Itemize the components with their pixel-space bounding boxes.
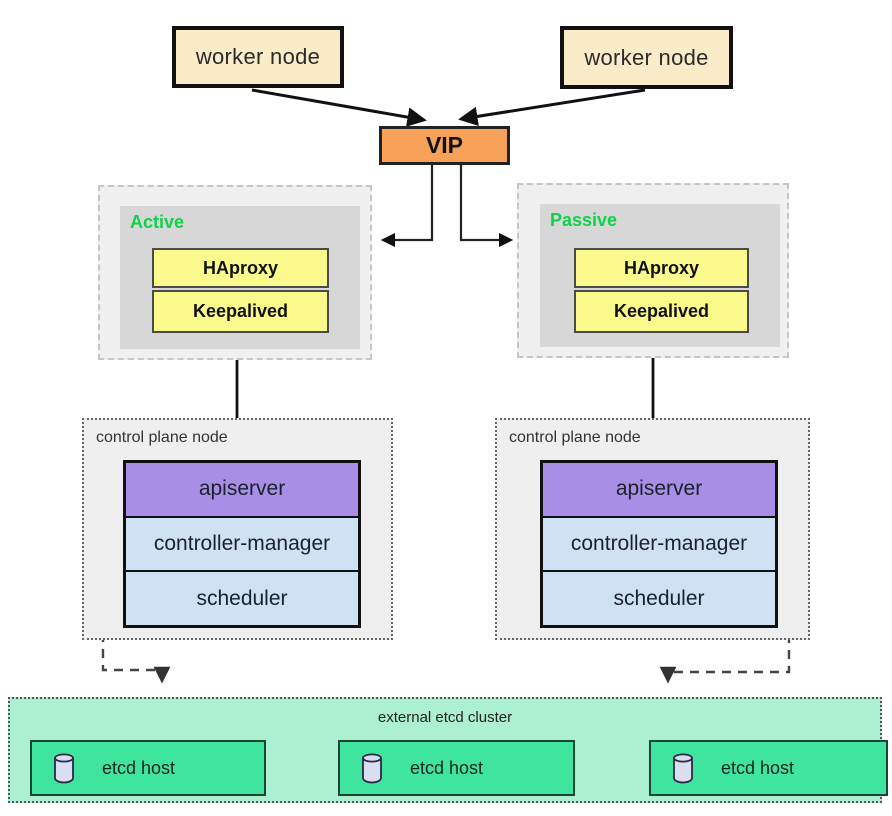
haproxy-label-left: HAproxy <box>202 257 278 278</box>
haproxy-label-right: HAproxy <box>623 257 699 278</box>
loadbalancer-passive-group: Passive HAproxy Keepalived <box>517 183 789 358</box>
etcd-host-1: etcd host <box>30 740 266 796</box>
scheduler-label-left: scheduler <box>196 586 288 610</box>
etcd-host-3-label: etcd host <box>721 757 795 778</box>
control-plane-left-label: control plane node <box>96 429 228 446</box>
controller-manager-box-right: controller-manager <box>543 515 775 571</box>
arrow-worker-left-to-vip <box>251 88 427 127</box>
controller-manager-box-left: controller-manager <box>126 515 358 571</box>
keepalived-label-right: Keepalived <box>613 301 710 321</box>
apiserver-box-left: apiserver <box>126 463 358 516</box>
arrow-worker-right-to-vip <box>458 88 646 127</box>
apiserver-label-right: apiserver <box>615 477 703 501</box>
apiserver-label-left: apiserver <box>198 477 286 501</box>
controller-manager-label-right: controller-manager <box>570 532 748 555</box>
scheduler-box-right: scheduler <box>543 570 775 626</box>
keepalived-label-left: Keepalived <box>192 301 289 321</box>
control-plane-node-right: control plane node apiserver controller-… <box>495 418 810 640</box>
etcd-host-2: etcd host <box>338 740 575 796</box>
etcd-cluster-label: external etcd cluster <box>377 709 513 726</box>
haproxy-box-right: HAproxy <box>574 248 749 288</box>
loadbalancer-passive-panel: Passive HAproxy Keepalived <box>540 204 780 347</box>
arrow-vip-to-passive <box>459 165 514 248</box>
worker-node-left: worker node <box>172 26 344 88</box>
control-plane-right-label: control plane node <box>509 429 641 446</box>
control-plane-node-left: control plane node apiserver controller-… <box>82 418 393 640</box>
scheduler-label-right: scheduler <box>613 586 705 610</box>
apiserver-box-right: apiserver <box>543 463 775 516</box>
loadbalancer-active-panel: Active HAproxy Keepalived <box>120 206 360 349</box>
worker-node-left-label: worker node <box>195 44 321 69</box>
database-icon <box>362 753 382 783</box>
active-status-label: Active <box>130 212 185 232</box>
worker-node-right-label: worker node <box>584 44 709 70</box>
keepalived-box-right: Keepalived <box>574 290 749 333</box>
etcd-host-1-label: etcd host <box>102 757 176 778</box>
loadbalancer-active-group: Active HAproxy Keepalived <box>98 185 372 360</box>
control-plane-right-stack: apiserver controller-manager scheduler <box>540 460 778 628</box>
haproxy-box-left: HAproxy <box>152 248 329 288</box>
passive-status-label: Passive <box>550 210 618 230</box>
vip-box: VIP <box>379 126 510 165</box>
controller-manager-label-left: controller-manager <box>153 532 331 555</box>
database-icon <box>54 753 74 783</box>
etcd-host-3: etcd host <box>649 740 888 796</box>
external-etcd-cluster: external etcd cluster etcd host etcd hos… <box>8 697 888 803</box>
scheduler-box-left: scheduler <box>126 570 358 626</box>
database-icon <box>673 753 693 783</box>
keepalived-box-left: Keepalived <box>152 290 329 333</box>
vip-label: VIP <box>425 132 464 158</box>
etcd-host-2-label: etcd host <box>410 757 484 778</box>
worker-node-right: worker node <box>560 26 733 89</box>
arrow-vip-to-active <box>380 165 434 248</box>
control-plane-left-stack: apiserver controller-manager scheduler <box>123 460 361 628</box>
